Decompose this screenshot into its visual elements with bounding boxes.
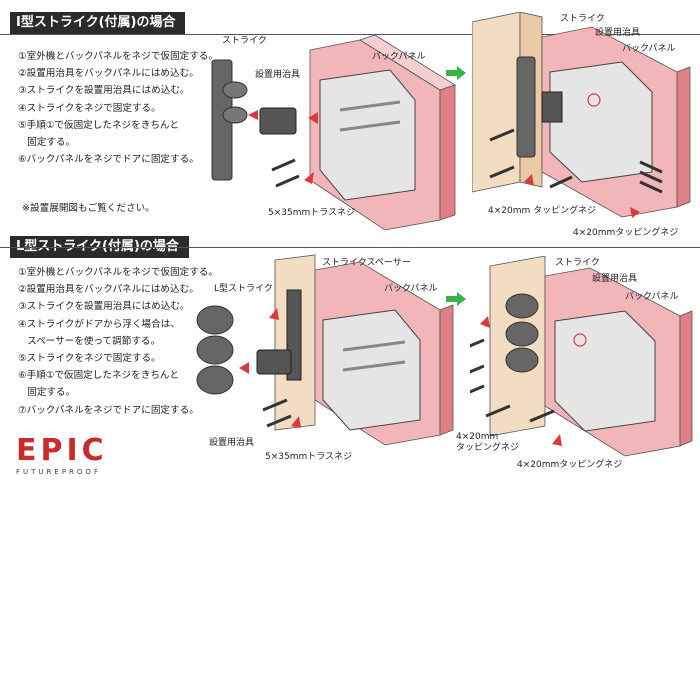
- label-tapping-a: 4×20mm タッピングネジ: [488, 206, 597, 216]
- label-back-panel-l: バックパネル: [384, 284, 438, 294]
- label-truss-screw-l: 5×35mmトラスネジ: [265, 452, 353, 462]
- label-tapping-b: 4×20mmタッピングネジ: [573, 228, 679, 238]
- label-l-strike: L型ストライク: [214, 284, 273, 294]
- epic-logo: EPIC FUTUREPROOF: [16, 433, 108, 477]
- arrow-next-icon: [446, 292, 466, 306]
- logo-word: EPIC: [16, 433, 108, 468]
- label-jig: 設置用治具: [255, 70, 301, 80]
- step-item: 固定する。: [18, 137, 76, 149]
- step-item: ③ストライクを設置用治具にはめ込む。: [18, 301, 190, 313]
- step-item: 固定する。: [18, 387, 76, 399]
- section-i-exploded-diagram: [211, 34, 456, 230]
- label-tapping-a2: タッピングネジ: [456, 443, 520, 453]
- label-tapping-b-l: 4×20mmタッピングネジ: [517, 460, 623, 470]
- step-item: ②設置用治具をバックパネルにはめ込む。: [18, 284, 199, 296]
- step-item: ⑤手順①で仮固定したネジをきちんと: [18, 119, 180, 131]
- label-spacer: ストライクスペーサー: [322, 258, 411, 268]
- label-back-panel-right: バックパネル: [622, 44, 676, 54]
- section-i-note: ※設置展開図もご覧ください。: [22, 203, 155, 214]
- label-back-panel-l-right: バックパネル: [625, 292, 679, 302]
- section-l-exploded-diagram: [196, 254, 454, 446]
- logo-tagline: FUTUREPROOF: [16, 468, 101, 476]
- section-i-title: I型ストライク(付属)の場合: [10, 12, 186, 34]
- label-tapping-a1: 4×20mm: [456, 432, 499, 442]
- step-item: ①室外機とバックパネルをネジで仮固定する。: [18, 267, 218, 278]
- section-l-steps: ①室外機とバックパネルをネジで仮固定する。 ②設置用治具をバックパネルにはめ込む…: [18, 264, 218, 419]
- label-jig-l-right: 設置用治具: [592, 274, 638, 284]
- step-item: スペーサーを使って調節する。: [18, 335, 161, 347]
- step-item: ②設置用治具をバックパネルにはめ込む。: [18, 68, 199, 80]
- step-item: ①室外機とバックパネルをネジで仮固定する。: [18, 51, 218, 62]
- label-strike-l-right: ストライク: [555, 258, 600, 268]
- step-item: ③ストライクを設置用治具にはめ込む。: [18, 85, 190, 97]
- label-truss-screw: 5×35mmトラスネジ: [268, 208, 356, 218]
- section-i-rule: [0, 34, 700, 35]
- step-item: ⑤ストライクをネジで固定する。: [18, 353, 161, 365]
- step-item: ④ストライクをネジで固定する。: [18, 102, 161, 114]
- label-strike: ストライク: [222, 36, 267, 46]
- section-i-assembled-diagram: [472, 12, 691, 218]
- step-item: ⑥手順①で仮固定したネジをきちんと: [18, 370, 180, 382]
- section-l-assembled-diagram: [470, 256, 693, 457]
- step-item: ⑥バックパネルをネジでドアに固定する。: [18, 154, 199, 166]
- step-item: ⑦バックパネルをネジでドアに固定する。: [18, 404, 199, 416]
- label-jig-l: 設置用治具: [209, 438, 255, 448]
- label-back-panel: バックパネル: [372, 52, 426, 62]
- arrow-next-icon: [446, 66, 466, 80]
- step-item: ④ストライクがドアから浮く場合は、: [18, 318, 180, 330]
- label-strike-right: ストライク: [560, 14, 605, 24]
- label-jig-right: 設置用治具: [595, 28, 641, 38]
- section-l-rule: [0, 247, 700, 248]
- section-i-steps: ①室外機とバックパネルをネジで仮固定する。 ②設置用治具をバックパネルにはめ込む…: [18, 48, 218, 168]
